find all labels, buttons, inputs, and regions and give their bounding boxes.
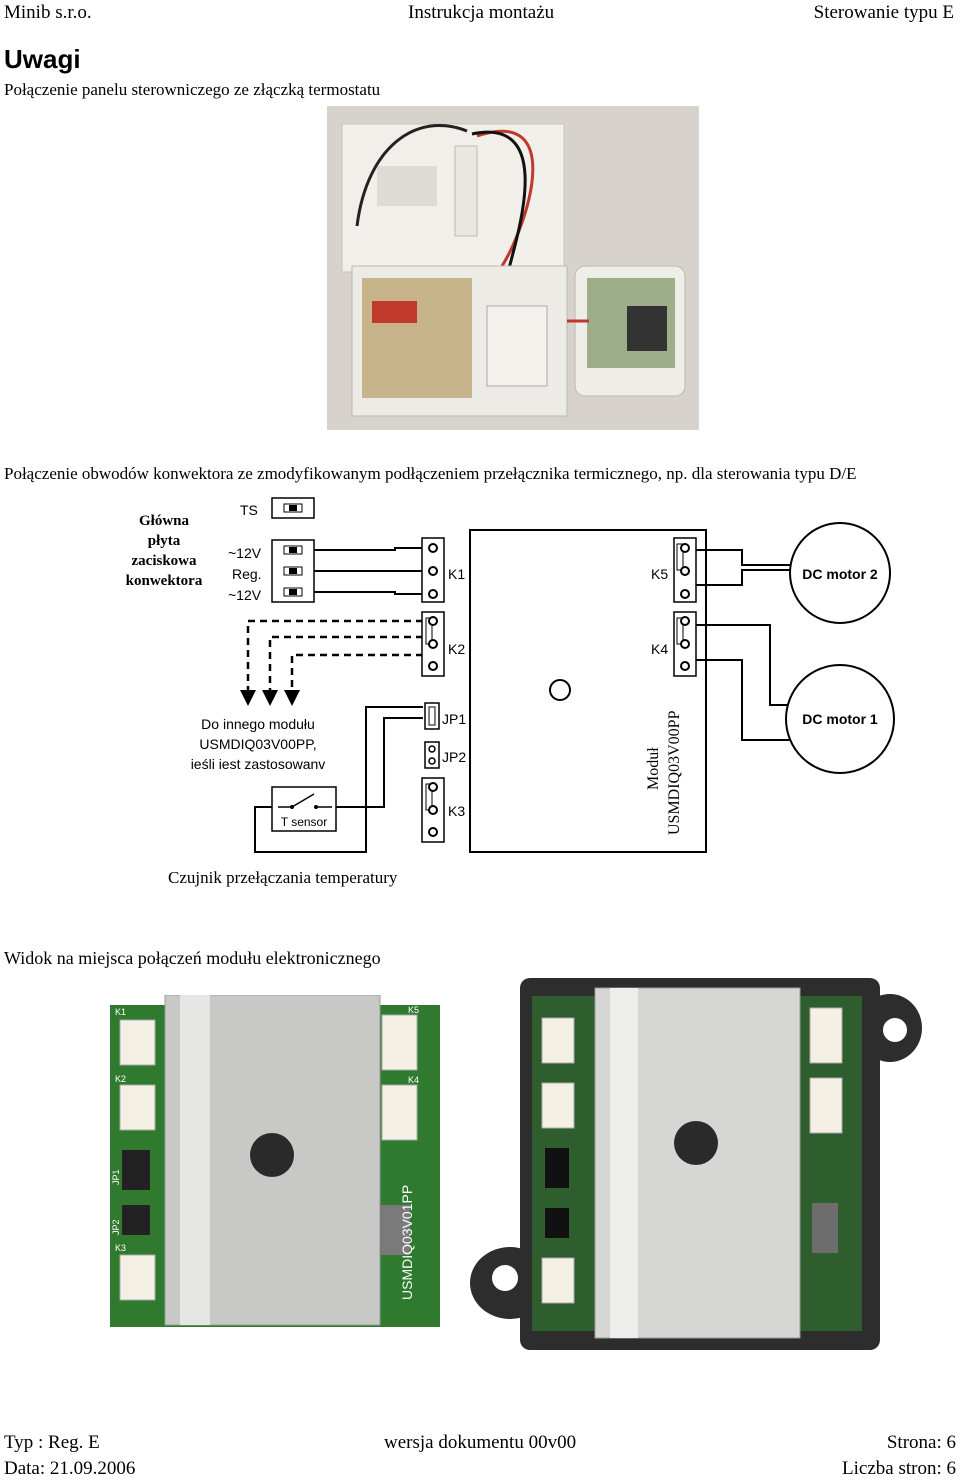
- dc-motor-1: [785, 664, 895, 774]
- jumper-jp1: [424, 702, 440, 730]
- k1-label: K1: [448, 566, 465, 582]
- terminal-block-ts: [271, 497, 315, 519]
- caption-circuit-connection: Połączenie obwodów konwektora ze zmodyfi…: [4, 464, 857, 483]
- footer-page: Strona: 6: [886, 1432, 956, 1453]
- other-module-text-1: Do innego modułu: [201, 716, 315, 732]
- photo-label-k3: K3: [115, 1243, 126, 1253]
- t-sensor-label: T sensor: [281, 815, 327, 829]
- dc-motor-2: [789, 522, 891, 624]
- caption-module-view: Widok na miejsca połączeń modułu elektro…: [4, 948, 381, 968]
- main-board-label-2: płyta: [148, 533, 181, 549]
- jumper-jp2: [424, 741, 440, 769]
- caption-temperature-sensor: Czujnik przełączania temperatury: [168, 868, 398, 887]
- footer-type: Typ : Reg. E: [4, 1432, 100, 1453]
- thermostat-panel-photo: [327, 106, 699, 430]
- main-board-label-4: konwektora: [126, 573, 203, 589]
- module-case-photo: [470, 978, 930, 1350]
- page-title: Uwagi: [4, 44, 81, 74]
- k4-label: K4: [651, 641, 668, 657]
- terminal-block-power: [271, 539, 315, 603]
- v12-top-label: ~12V: [228, 545, 262, 561]
- jp2-label: JP2: [442, 749, 466, 765]
- k2-label: K2: [448, 641, 465, 657]
- photo-label-k1: K1: [115, 1007, 126, 1017]
- reg-label: Reg.: [232, 566, 262, 582]
- photo-label-jp1: JP1: [111, 1169, 121, 1185]
- connector-k4: [673, 611, 697, 677]
- other-module-text-3: ieśli iest zastosowanv: [191, 756, 326, 772]
- dc-motor-2-label: DC motor 2: [802, 566, 878, 582]
- header-document: Instrukcja montażu: [408, 2, 555, 23]
- k3-label: K3: [448, 803, 465, 819]
- main-board-label-3: zaciskowa: [132, 553, 197, 569]
- main-board-label-1: Główna: [139, 513, 190, 529]
- photo-label-k5: K5: [408, 1005, 419, 1015]
- connector-k2: [421, 611, 445, 677]
- header-section: Sterowanie typu E: [813, 2, 954, 23]
- connector-k3: [421, 777, 445, 843]
- photo-label-k2: K2: [115, 1074, 126, 1084]
- header-company: Minib s.r.o.: [4, 2, 92, 23]
- footer-version: wersja dokumentu 00v00: [384, 1432, 577, 1453]
- v12-bottom-label: ~12V: [228, 587, 262, 603]
- jp1-label: JP1: [442, 711, 466, 727]
- module-board-photo: K1 K2 JP1 JP2 K3 K5 K4 USMDIQ03V01PP: [110, 994, 440, 1327]
- t-sensor-switch: [271, 786, 337, 832]
- wiring-diagram: Główna płyta zaciskowa konwektora TS ~12…: [126, 497, 895, 853]
- photo-label-model: USMDIQ03V01PP: [399, 1185, 415, 1300]
- photo-label-k4: K4: [408, 1075, 419, 1085]
- other-module-text-2: USMDIQ03V00PP,: [199, 736, 316, 752]
- caption-panel-connection: Połączenie panelu sterowniczego ze złącz…: [4, 80, 381, 99]
- module-label-line1: Moduł: [645, 747, 662, 790]
- footer-page-count: Liczba stron: 6: [842, 1458, 956, 1479]
- connector-k5: [673, 537, 697, 603]
- module-label-line2: USMDIQ03V00PP: [666, 710, 683, 835]
- ts-label: TS: [240, 502, 258, 518]
- dc-motor-1-label: DC motor 1: [802, 711, 878, 727]
- k5-label: K5: [651, 566, 668, 582]
- footer-date: Data: 21.09.2006: [4, 1458, 136, 1479]
- connector-k1: [421, 537, 445, 603]
- photo-label-jp2: JP2: [111, 1219, 121, 1235]
